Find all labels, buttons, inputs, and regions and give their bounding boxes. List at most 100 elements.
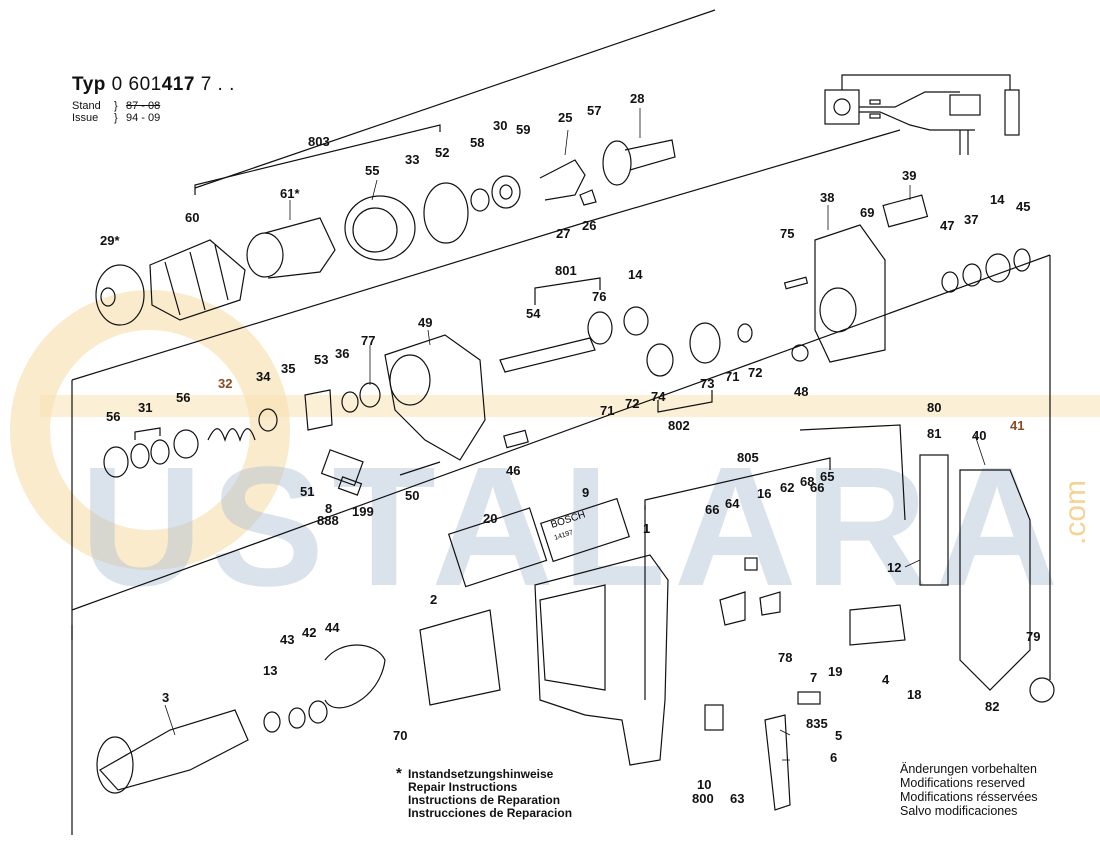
part-label-68: 68 [800, 474, 814, 489]
part-label-45: 45 [1016, 199, 1030, 214]
part-label-199: 199 [352, 504, 374, 519]
part-label-44: 44 [325, 620, 340, 635]
part-label-35: 35 [281, 361, 295, 376]
modifications-note: Änderungen vorbehalten Modifications res… [900, 762, 1038, 818]
part-label-66a: 66 [705, 502, 719, 517]
typ-label: Typ [72, 74, 106, 95]
part-label-33: 33 [405, 152, 419, 167]
part-label-27: 27 [556, 226, 570, 241]
part-label-888: 888 [317, 513, 339, 528]
repair-instructions: * Instandsetzungshinweise Repair Instruc… [396, 766, 572, 820]
resistor-b [869, 113, 881, 119]
part-label-38: 38 [820, 190, 834, 205]
brush-16 [744, 557, 758, 571]
part-label-20: 20 [483, 511, 497, 526]
bearing-77 [359, 382, 381, 408]
washer-31b [150, 439, 170, 465]
repair-line-en: Repair Instructions [408, 780, 518, 794]
frame-line-lower [71, 254, 1051, 611]
part-label-32: 32 [218, 376, 232, 391]
gear-74 [646, 343, 674, 377]
nameplate-brand: BOSCH [550, 509, 587, 530]
part-label-56a: 56 [106, 409, 120, 424]
part-label-14b: 14 [628, 267, 643, 282]
type-suffix: 7 . . [200, 74, 235, 95]
part-label-803: 803 [308, 134, 330, 149]
washer-37 [962, 263, 982, 287]
part-label-77: 77 [361, 333, 375, 348]
grommet-82 [1029, 677, 1055, 703]
part-label-49: 49 [418, 315, 432, 330]
part-label-51: 51 [300, 484, 314, 499]
bracket-805 [644, 457, 831, 510]
part-label-12: 12 [887, 560, 901, 575]
part-label-57: 57 [587, 103, 601, 118]
washer-47 [941, 271, 959, 293]
part-label-43: 43 [280, 632, 294, 647]
brush-10 [704, 704, 724, 731]
spindle-25 [539, 159, 586, 201]
resistor-a [869, 99, 881, 105]
switch-39 [882, 194, 929, 228]
issue-label: Issue [72, 112, 99, 124]
part-label-30: 30 [493, 118, 507, 133]
bracket-31 [134, 427, 161, 440]
repair-line-de: Instandsetzungshinweise [408, 767, 554, 781]
handle-40 [959, 469, 1031, 691]
part-label-70: 70 [393, 728, 407, 743]
part-label-802: 802 [668, 418, 690, 433]
part-label-31: 31 [138, 400, 152, 415]
part-label-9: 9 [582, 485, 589, 500]
type-bold: 417 [161, 74, 195, 95]
part-label-29: 29* [100, 233, 120, 248]
part-label-54: 54 [526, 306, 541, 321]
washer-31a [130, 443, 150, 469]
stand-value: 87 - 08 [126, 100, 161, 112]
bearing-30 [491, 175, 521, 209]
label-20 [447, 507, 548, 588]
armature-fan [96, 736, 134, 794]
washer-42 [308, 700, 328, 724]
terminal-68 [759, 591, 781, 616]
washer-56a [103, 446, 129, 478]
part-label-72a: 72 [625, 396, 639, 411]
nameplate-number: 14197 [553, 529, 574, 542]
part-label-25: 25 [558, 110, 572, 125]
ring-36 [341, 391, 359, 413]
pin-75 [783, 276, 809, 290]
circlip-52 [423, 182, 469, 244]
part-label-800: 800 [692, 791, 714, 806]
part-label-18: 18 [907, 687, 921, 702]
armature-3 [99, 709, 249, 791]
part-label-8: 8 [325, 501, 332, 516]
frame-line-mid-b [579, 129, 901, 225]
part-label-71b: 71 [725, 369, 739, 384]
mod-line-en: Modifications reserved [900, 776, 1026, 790]
housing-49 [384, 334, 486, 461]
switch-4 [849, 604, 906, 646]
chuck-body [264, 217, 336, 279]
part-label-55: 55 [365, 163, 379, 178]
part-label-66b: 66 [810, 480, 824, 495]
part-label-48: 48 [794, 384, 808, 399]
part-label-81: 81 [927, 426, 941, 441]
part-label-19: 19 [828, 664, 842, 679]
frame-line-mid-a [71, 223, 581, 381]
part-label-801: 801 [555, 263, 577, 278]
watermark-text: USTALARA [80, 432, 1066, 622]
bearing-14b [623, 306, 649, 336]
type-prefix: 0 601 [111, 74, 162, 95]
part-label-26: 26 [582, 218, 596, 233]
repair-star: * [396, 765, 402, 782]
part-label-6: 6 [830, 750, 837, 765]
switch-part-66 [719, 591, 746, 626]
part-label-74: 74 [651, 389, 666, 404]
spindle-28 [624, 139, 676, 171]
repair-line-fr: Instructions de Reparation [408, 793, 561, 807]
washer-56b [173, 429, 199, 459]
gear-73 [689, 322, 721, 364]
capacitor [1004, 89, 1020, 136]
part-label-59: 59 [516, 122, 530, 137]
